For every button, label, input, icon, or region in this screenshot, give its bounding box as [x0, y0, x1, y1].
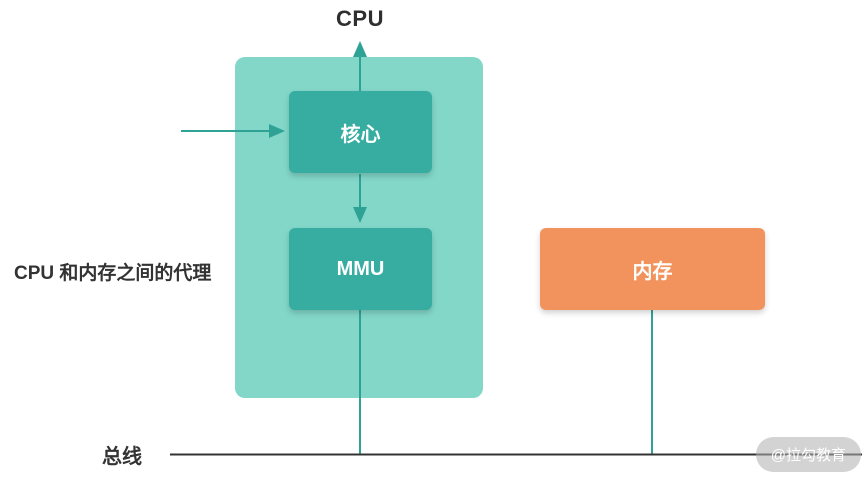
bus-label: 总线 [102, 446, 142, 468]
core-box: 核心 [289, 91, 432, 173]
memory-box: 内存 [540, 228, 765, 310]
mmu-box: MMU [289, 228, 432, 310]
agent-annotation-label: CPU 和内存之间的代理 [14, 263, 212, 284]
cpu-label: CPU [336, 6, 384, 31]
watermark-badge: @拉勾教育 [755, 437, 861, 472]
